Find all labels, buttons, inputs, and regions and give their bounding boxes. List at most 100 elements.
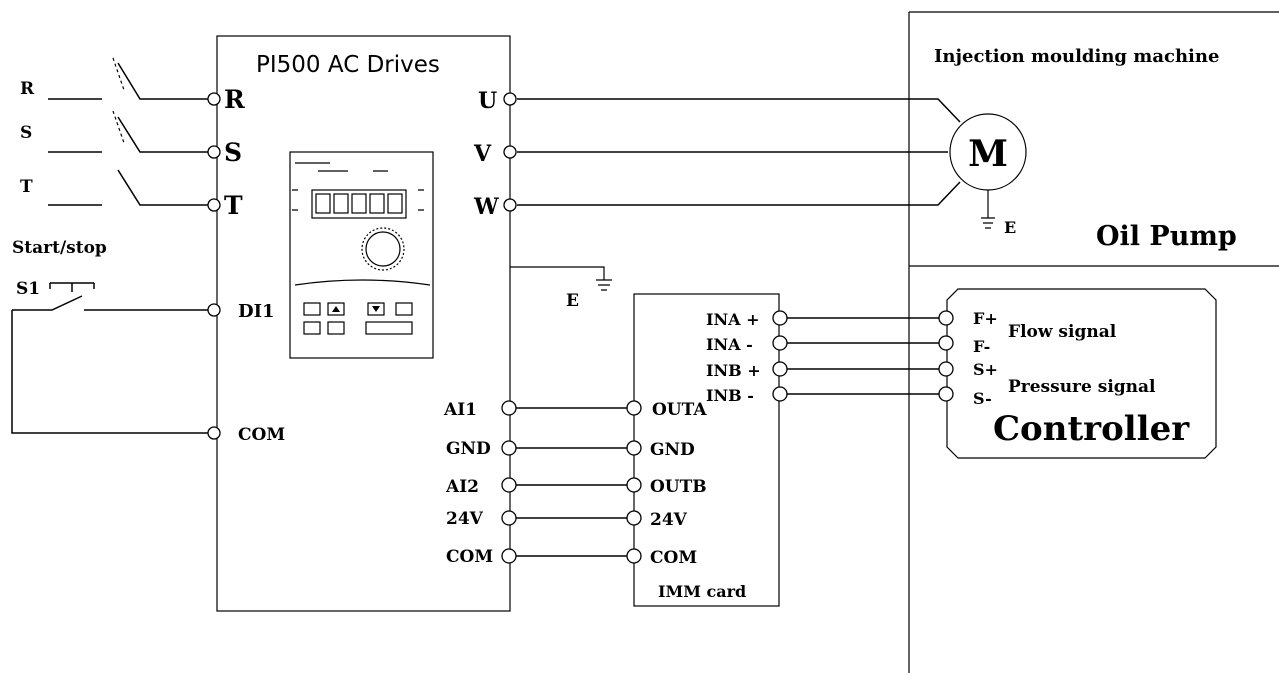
keypad-display: [311, 189, 407, 219]
signal-wires: [787, 317, 939, 395]
ground-symbol: [510, 266, 612, 291]
label-ai2: AI2: [445, 477, 479, 497]
supply-wire-r: [48, 62, 208, 100]
label-s-plus: S+: [973, 360, 998, 379]
supply-wire-t: [48, 169, 208, 206]
terminal-t: [207, 198, 221, 212]
terminal-s-plus: [938, 361, 954, 377]
display-digit-5: [387, 193, 403, 214]
label-ina-minus: INA -: [706, 335, 753, 354]
switch-wire: [12, 295, 208, 311]
terminal-inb-plus: [772, 361, 788, 377]
display-digit-1: [315, 193, 331, 214]
label-r: R: [224, 85, 245, 114]
terminal-inb-minus: [772, 386, 788, 402]
terminal-com-analog: [501, 548, 517, 564]
keypad-arrow-keys: [332, 306, 380, 312]
label-f-minus: F-: [973, 337, 990, 356]
terminal-u: [503, 92, 517, 106]
label-inb-minus: INB -: [706, 386, 754, 405]
keypad-key-5: [303, 321, 321, 335]
terminal-ai2: [501, 477, 517, 493]
label-s: S: [224, 138, 242, 167]
keypad-knob: [361, 227, 405, 271]
pushbutton-symbol: [49, 282, 95, 292]
display-digit-4: [369, 193, 385, 214]
keypad-key-6: [327, 321, 345, 335]
motor-wire-u: [517, 98, 961, 123]
pressure-signal-label: Pressure signal: [1008, 377, 1156, 397]
terminal-ai1: [501, 400, 517, 416]
label-w: W: [473, 194, 499, 220]
motor-ground-label: E: [1004, 218, 1016, 237]
terminal-s-minus: [938, 386, 954, 402]
keypad-key-1: [303, 302, 321, 316]
display-digit-3: [351, 193, 367, 214]
keypad-key-3: [367, 302, 385, 316]
supply-wire-s: [48, 116, 208, 153]
keypad-key-4: [395, 302, 413, 316]
machine-title: Injection moulding machine: [934, 46, 1219, 67]
label-f-plus: F+: [973, 309, 998, 328]
terminal-24v: [501, 510, 517, 526]
motor-label: M: [968, 133, 1008, 175]
supply-label-r: R: [20, 79, 35, 99]
label-com: COM: [238, 425, 285, 445]
label-gnd: GND: [446, 439, 491, 459]
flow-signal-label: Flow signal: [1008, 322, 1117, 342]
drive-enclosure: [216, 35, 511, 612]
injection-machine: Injection moulding machine M E Oil Pump: [908, 11, 1279, 673]
terminal-outb: [626, 477, 642, 493]
imm-card-title: IMM card: [658, 582, 746, 601]
label-s-minus: S-: [973, 389, 992, 408]
terminal-s: [207, 145, 221, 159]
drive-title: PI500 AC Drives: [256, 52, 440, 78]
display-digit-2: [333, 193, 349, 214]
terminal-imm-gnd: [626, 440, 642, 456]
terminal-w: [503, 198, 517, 212]
keypad-outline: [289, 151, 434, 359]
keypad-legend: [295, 162, 388, 172]
terminal-ina-minus: [772, 335, 788, 351]
power-supply: R S T: [20, 57, 208, 206]
controller: F+ F- S+ S- Flow signal Pressure signal …: [938, 288, 1217, 459]
ac-drive: PI500 AC Drives R S T DI1 COM U V W E: [207, 35, 612, 612]
label-di1: DI1: [238, 301, 275, 322]
controller-title: Controller: [993, 409, 1190, 449]
keypad-panel: [289, 151, 434, 359]
oil-pump-label: Oil Pump: [1096, 221, 1237, 252]
label-u: U: [478, 88, 497, 114]
label-imm-24v: 24V: [650, 510, 688, 530]
terminal-v: [503, 145, 517, 159]
terminal-f-minus: [938, 335, 954, 351]
imm-card: IMM card OUTA GND OUTB 24V COM INA + INA…: [626, 293, 788, 607]
label-v: V: [473, 141, 492, 167]
supply-label-t: T: [20, 177, 33, 197]
terminal-di1: [207, 303, 221, 317]
label-imm-gnd: GND: [650, 440, 695, 460]
motor-ground-symbol: [981, 190, 995, 229]
motor-wire-w: [517, 181, 961, 206]
terminal-gnd: [501, 440, 517, 456]
switch-caption: Start/stop: [12, 238, 107, 258]
keypad-divider: [294, 279, 431, 286]
keypad-key-2: [327, 302, 345, 316]
supply-label-s: S: [20, 123, 32, 143]
label-inb-plus: INB +: [706, 361, 761, 380]
label-ina-plus: INA +: [706, 310, 760, 329]
machine-boundary: [908, 11, 1279, 673]
terminal-f-plus: [938, 310, 954, 326]
terminal-com: [207, 426, 221, 440]
label-com-analog: COM: [446, 547, 493, 567]
terminal-imm-24v: [626, 510, 642, 526]
label-ai1: AI1: [443, 400, 477, 420]
label-outa: OUTA: [652, 400, 707, 420]
label-t: T: [224, 191, 243, 220]
label-imm-com: COM: [650, 548, 697, 568]
label-24v: 24V: [446, 509, 484, 529]
analog-wires: [516, 407, 627, 557]
switch-name: S1: [16, 279, 40, 299]
ground-label: E: [566, 291, 579, 311]
keypad-knob-inner: [365, 231, 401, 267]
